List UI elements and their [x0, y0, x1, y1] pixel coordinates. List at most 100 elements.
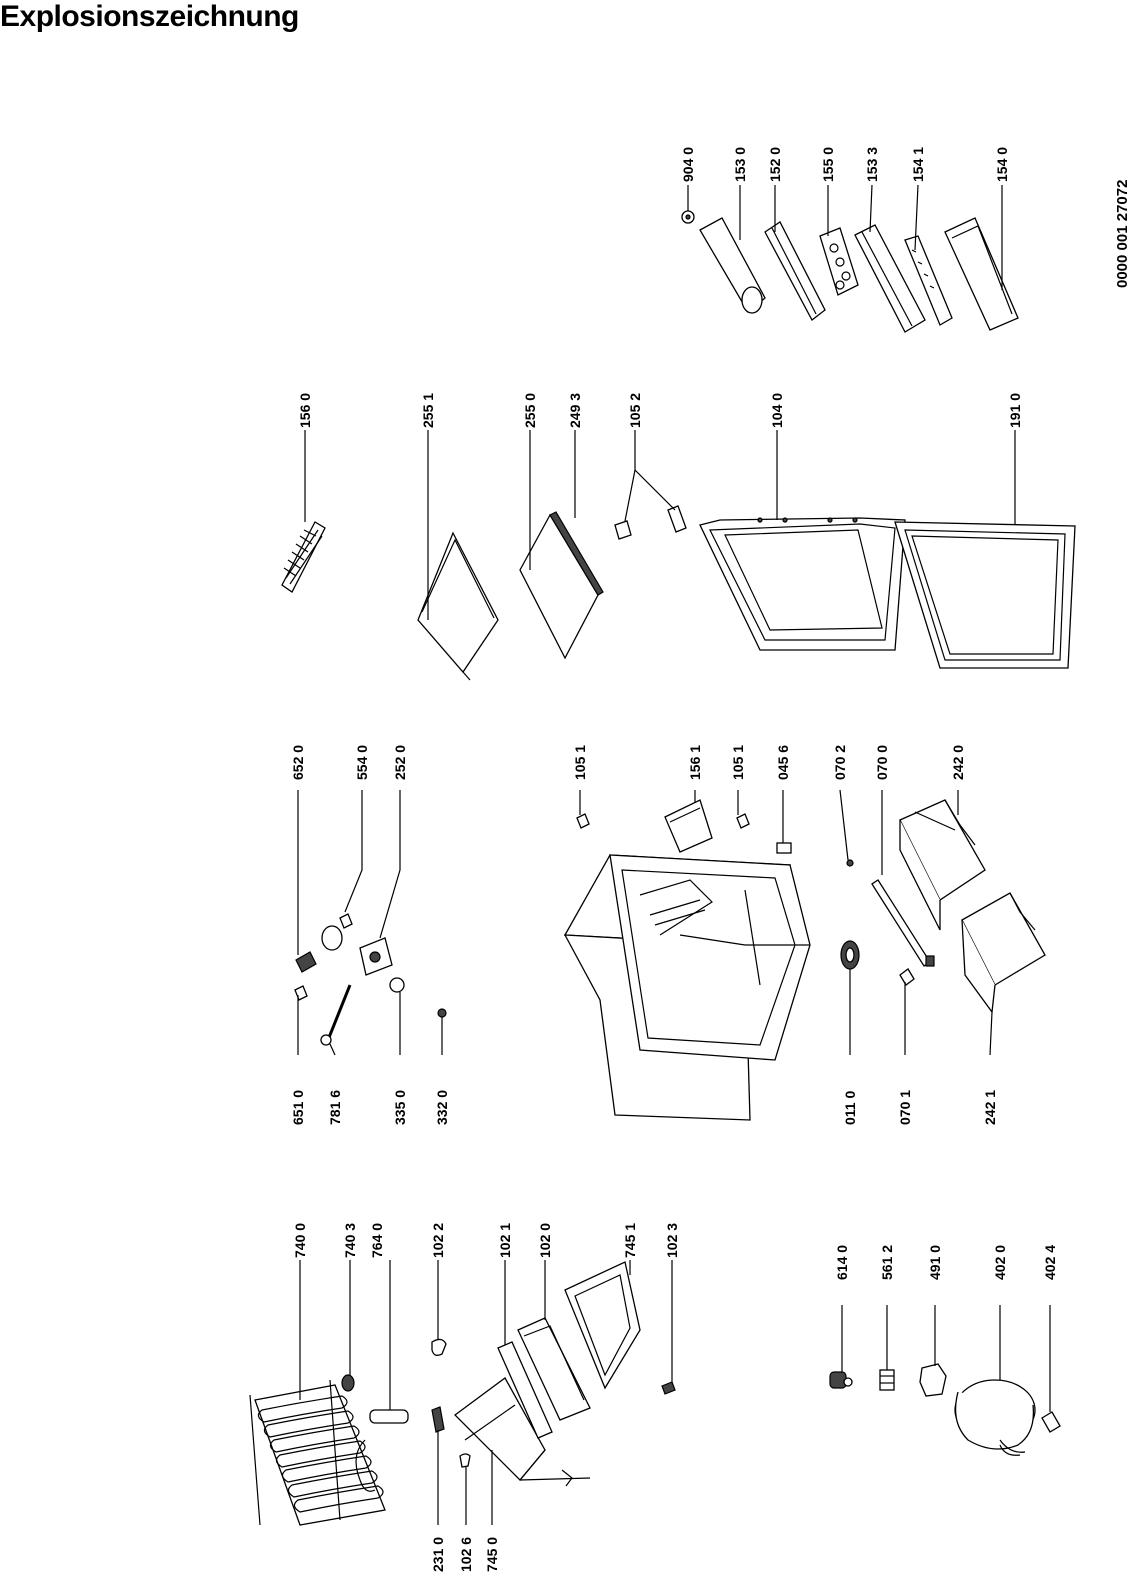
- thermostat: [295, 951, 317, 973]
- part-label: 156 0: [297, 393, 313, 428]
- hinge-pin-upper: [576, 813, 590, 829]
- rubber-grommet: [341, 1374, 355, 1392]
- bottle-rack-small: [764, 221, 826, 321]
- drip-channel: [497, 1341, 553, 1439]
- part-label: 764 0: [369, 1223, 385, 1258]
- part-label: 105 1: [572, 745, 588, 780]
- door-hinge-lower: [667, 505, 687, 533]
- door-shelf-middle: [854, 224, 926, 333]
- part-label: 491 0: [927, 1245, 943, 1280]
- part-label: 102 1: [497, 1223, 513, 1258]
- part-label: 402 4: [1042, 1245, 1058, 1280]
- part-label: 242 1: [982, 1090, 998, 1125]
- relay-614: [829, 1371, 853, 1389]
- condenser-group: [249, 1261, 676, 1526]
- fixing-screw: [661, 1381, 676, 1395]
- drip-tray-support: [454, 1377, 591, 1487]
- thermostat-capillary: [326, 984, 352, 1041]
- part-label: 745 0: [484, 1537, 500, 1572]
- part-label: 102 6: [458, 1537, 474, 1572]
- compressor-group: [829, 1363, 1061, 1456]
- lamp-housing: [359, 937, 393, 976]
- part-label: 152 0: [767, 147, 783, 182]
- compressor-foot: [1041, 1411, 1061, 1433]
- door-gasket: [894, 521, 1076, 669]
- control-group: [294, 913, 447, 1046]
- part-label: 156 1: [687, 745, 703, 780]
- crisper-lower: [961, 892, 1046, 1014]
- plinth-clip: [899, 968, 915, 986]
- part-label: 255 0: [522, 393, 538, 428]
- part-label: 105 2: [627, 393, 643, 428]
- part-label: 045 6: [775, 745, 791, 780]
- document-number: 0000 001 27072: [1114, 180, 1131, 288]
- part-label: 740 3: [342, 1223, 358, 1258]
- fan-motor: [840, 940, 860, 970]
- egg-box: [664, 799, 713, 853]
- part-label: 191 0: [1007, 393, 1023, 428]
- plinth-bar: [871, 879, 931, 967]
- thermostat-knob: [321, 925, 343, 951]
- drip-tray: [517, 1317, 591, 1421]
- part-label: 070 2: [832, 745, 848, 780]
- drip-tray-cover: [564, 1261, 641, 1390]
- part-label: 104 0: [769, 393, 785, 428]
- door-liner: [699, 517, 906, 651]
- capillary-clip: [294, 985, 308, 1001]
- part-label: 904 0: [680, 147, 696, 182]
- door-shelf-cover: [904, 235, 953, 326]
- part-label: 745 1: [622, 1223, 638, 1258]
- part-label: 153 0: [732, 147, 748, 182]
- egg-tray: [819, 227, 859, 296]
- relay-561: [879, 1369, 895, 1391]
- part-label: 155 0: [820, 147, 836, 182]
- part-label: 335 0: [392, 1090, 408, 1125]
- glass-shelf-frame: [417, 531, 499, 681]
- part-label: 102 0: [537, 1223, 553, 1258]
- part-label: 614 0: [834, 1245, 850, 1280]
- part-label: 402 0: [992, 1245, 1008, 1280]
- lamp-socket: [437, 1008, 447, 1018]
- bracket-clip: [431, 1338, 447, 1356]
- butter-compartment: [699, 217, 766, 314]
- part-label: 154 1: [910, 147, 926, 182]
- leveling-foot: [776, 842, 792, 854]
- part-label: 011 0: [842, 1091, 858, 1125]
- part-label: 105 1: [730, 745, 746, 780]
- cabinet: [563, 854, 811, 1121]
- part-label: 652 0: [290, 745, 306, 780]
- condenser-coil: [249, 1379, 386, 1526]
- part-label: 231 0: [430, 1537, 446, 1572]
- leader-lines: [297, 184, 1051, 1525]
- filter-dryer: [369, 1409, 409, 1424]
- hinge-pin-lower: [736, 813, 750, 829]
- part-label: 781 6: [327, 1090, 343, 1125]
- protector-cap: [919, 1363, 947, 1397]
- page-title: Explosionszeichnung: [0, 0, 299, 33]
- part-label: 740 0: [292, 1223, 308, 1258]
- part-label: 070 1: [897, 1090, 913, 1125]
- bottle-rack-large: [944, 217, 1019, 331]
- door-hinge-upper: [614, 520, 632, 540]
- door-accessories-group: [681, 210, 1019, 333]
- glass-shelf: [519, 511, 604, 660]
- part-label: 561 2: [879, 1245, 895, 1280]
- part-label: 332 0: [434, 1090, 450, 1125]
- clip-small: [431, 1406, 445, 1433]
- part-labels: 740 0 740 3 764 0 102 2 102 1 102 0 745 …: [290, 147, 1058, 1572]
- part-label: 255 1: [420, 393, 436, 428]
- part-label: 242 0: [950, 745, 966, 780]
- crisper-upper: [899, 799, 986, 931]
- part-label: 249 3: [567, 393, 583, 428]
- part-label: 154 0: [994, 147, 1010, 182]
- compressor: [954, 1379, 1036, 1456]
- part-label: 153 3: [864, 147, 880, 182]
- lamp-bulb: [389, 977, 405, 993]
- screw-070-2: [846, 859, 854, 867]
- part-label: 102 3: [664, 1223, 680, 1258]
- part-label: 554 0: [354, 745, 370, 780]
- part-label: 102 2: [430, 1223, 446, 1258]
- cabinet-group: [563, 799, 1046, 1121]
- ice-tray: [281, 521, 326, 593]
